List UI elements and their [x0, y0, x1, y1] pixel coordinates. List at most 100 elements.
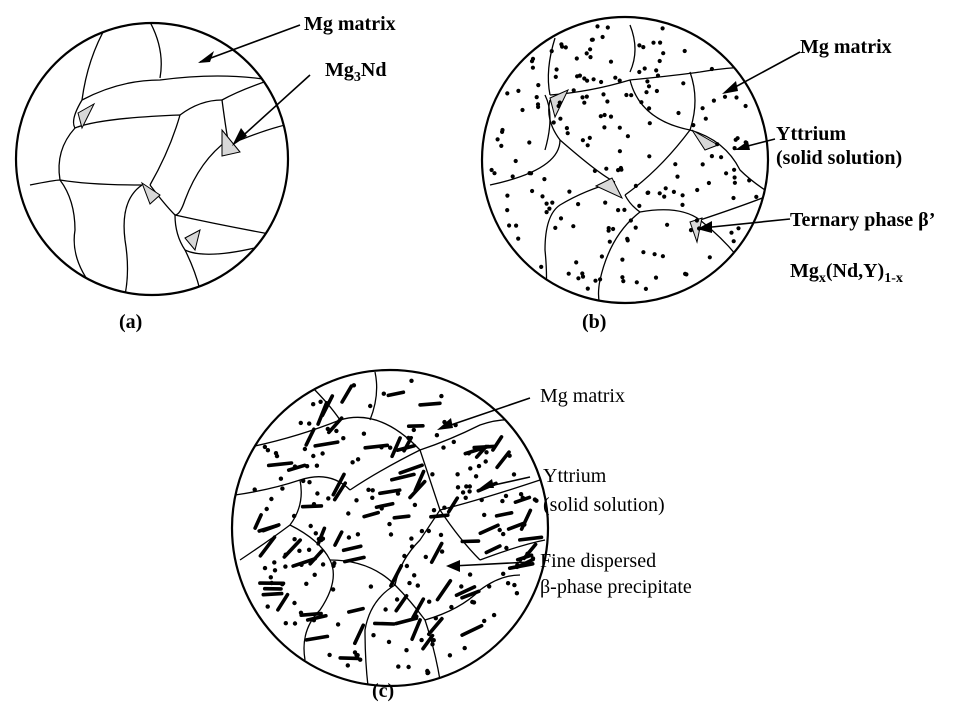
yttrium-dot [575, 74, 579, 78]
yttrium-dot [655, 89, 659, 93]
yttrium-dot [292, 537, 296, 541]
yttrium-dot [593, 169, 597, 173]
yttrium-dot [731, 196, 735, 200]
yttrium-dot [468, 466, 472, 470]
yttrium-dot [315, 491, 319, 495]
yttrium-dot [661, 254, 665, 258]
beta-precipitate [340, 658, 358, 659]
yttrium-dot [754, 195, 758, 199]
yttrium-dot [585, 79, 589, 83]
yttrium-dot [309, 524, 313, 528]
yttrium-dot [531, 66, 535, 70]
yttrium-dot [371, 633, 375, 637]
yttrium-dot [613, 76, 617, 80]
yttrium-dot [321, 562, 325, 566]
yttrium-dot [683, 49, 687, 53]
yttrium-dot [280, 486, 284, 490]
yttrium-dot [427, 600, 431, 604]
yttrium-dot [635, 280, 639, 284]
yttrium-dot [576, 202, 580, 206]
yttrium-dot [618, 79, 622, 83]
yttrium-dot [681, 81, 685, 85]
yttrium-dot [331, 564, 335, 568]
yttrium-dot [647, 84, 651, 88]
yttrium-dot [303, 447, 307, 451]
yttrium-dot [732, 168, 736, 172]
yttrium-dot [482, 513, 486, 517]
yttrium-dot [736, 226, 740, 230]
yttrium-dot [661, 51, 665, 55]
yttrium-dot [712, 99, 716, 103]
yttrium-dot [684, 272, 688, 276]
yttrium-dot [724, 171, 728, 175]
yttrium-dot [388, 446, 392, 450]
yttrium-dot [554, 75, 558, 79]
yttrium-dot [504, 494, 508, 498]
yttrium-dot [695, 188, 699, 192]
label-mg-matrix: Mg matrix [540, 385, 625, 407]
yttrium-dot [629, 218, 633, 222]
yttrium-dot [312, 502, 316, 506]
panel-b-circle [482, 17, 768, 303]
beta-precipitate [420, 403, 440, 405]
yttrium-dot [733, 181, 737, 185]
yttrium-dot [609, 60, 613, 64]
caption-c: (c) [372, 680, 394, 702]
yttrium-dot [352, 383, 356, 387]
beta-precipitate [303, 506, 322, 507]
yttrium-dot [410, 544, 414, 548]
yttrium-dot [581, 138, 585, 142]
yttrium-dot [558, 117, 562, 121]
label-ternary-phase: Ternary phase β’ [790, 209, 935, 231]
yttrium-dot [656, 74, 660, 78]
yttrium-dot [533, 497, 537, 501]
yttrium-dot [620, 275, 624, 279]
yttrium-dot [370, 496, 374, 500]
yttrium-dot [620, 258, 624, 262]
yttrium-dot [588, 136, 592, 140]
yttrium-dot [606, 25, 610, 29]
panel-c: Mg matrix Yttrium (solid solution) Fine … [232, 370, 692, 702]
yttrium-dot [530, 59, 534, 63]
yttrium-dot [545, 210, 549, 214]
yttrium-dot [689, 228, 693, 232]
yttrium-dot [691, 123, 695, 127]
yttrium-dot [520, 108, 524, 112]
yttrium-dot [608, 240, 612, 244]
label-solid-solution: (solid solution) [776, 147, 902, 169]
yttrium-dot [346, 663, 350, 667]
yttrium-dot [305, 464, 309, 468]
yttrium-dot [641, 45, 645, 49]
yttrium-dot [695, 218, 699, 222]
yttrium-dot [499, 144, 503, 148]
yttrium-dot [593, 279, 597, 283]
yttrium-dot [701, 106, 705, 110]
yttrium-dot [353, 650, 357, 654]
yttrium-dot [505, 208, 509, 212]
yttrium-dot [297, 549, 301, 553]
yttrium-dot [567, 272, 571, 276]
yttrium-dot [420, 529, 424, 533]
yttrium-dot [732, 239, 736, 243]
yttrium-dot [506, 581, 510, 585]
yttrium-dot [585, 51, 589, 55]
yttrium-dot [484, 450, 488, 454]
yttrium-dot [369, 584, 373, 588]
yttrium-dot [269, 575, 273, 579]
yttrium-dot [619, 166, 623, 170]
yttrium-dot [468, 572, 472, 576]
yttrium-dot [599, 80, 603, 84]
yttrium-dot [651, 41, 655, 45]
yttrium-dot [500, 128, 504, 132]
yttrium-dot [474, 474, 478, 478]
yttrium-dot [490, 168, 494, 172]
yttrium-dot [648, 121, 652, 125]
yttrium-dot [591, 38, 595, 42]
yttrium-dot [734, 138, 738, 142]
yttrium-dot [326, 427, 330, 431]
yttrium-dot [405, 564, 409, 568]
yttrium-dot [416, 583, 420, 587]
yttrium-dot [432, 508, 436, 512]
yttrium-dot [320, 451, 324, 455]
